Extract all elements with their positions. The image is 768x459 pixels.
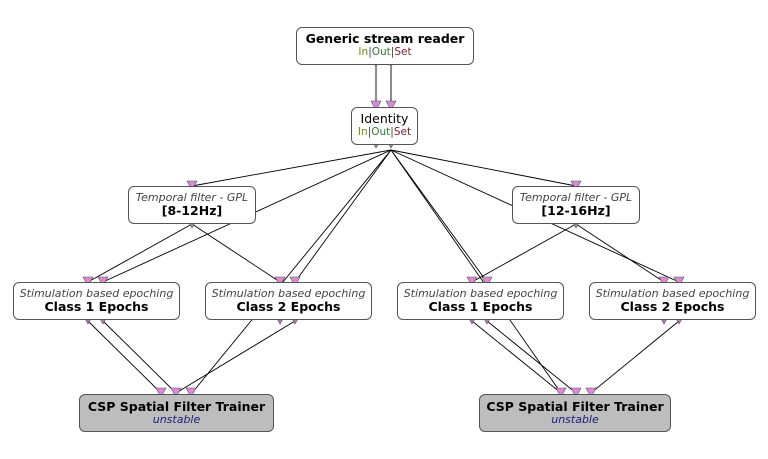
- input-connector-icon[interactable]: [274, 276, 286, 287]
- box-title: Class 1 Epochs: [428, 299, 533, 314]
- box-title: Class 2 Epochs: [620, 299, 725, 314]
- input-connector-icon[interactable]: [185, 387, 197, 398]
- box-subtitle: Temporal filter - GPL: [135, 191, 249, 204]
- input-connector-icon[interactable]: [658, 276, 670, 287]
- link-line[interactable]: [486, 320, 577, 394]
- box-title: CSP Spatial Filter Trainer: [486, 399, 664, 414]
- link-line[interactable]: [175, 320, 296, 394]
- input-connector-icon[interactable]: [555, 387, 567, 398]
- input-connector-icon[interactable]: [481, 276, 493, 287]
- box-title: [12-16Hz]: [541, 203, 611, 218]
- box-temporal-filter-8-12[interactable]: Temporal filter - GPL [8-12Hz]: [128, 186, 256, 224]
- input-connector-icon[interactable]: [289, 276, 301, 287]
- box-epoching-left-class2[interactable]: Stimulation based epoching Class 2 Epoch…: [205, 282, 372, 320]
- input-connector-icon[interactable]: [82, 276, 94, 287]
- io-labels: In|Out|Set: [357, 126, 412, 138]
- box-subtitle: Stimulation based epoching: [211, 287, 366, 300]
- box-title: CSP Spatial Filter Trainer: [87, 399, 266, 414]
- input-connector-icon[interactable]: [570, 180, 582, 191]
- link-line[interactable]: [191, 149, 392, 187]
- box-subtitle: Temporal filter - GPL: [519, 191, 633, 204]
- link-line[interactable]: [87, 223, 193, 283]
- box-subtitle: Stimulation based epoching: [595, 287, 750, 300]
- input-connector-icon[interactable]: [170, 387, 182, 398]
- box-title: Class 2 Epochs: [236, 299, 341, 314]
- link-line[interactable]: [102, 320, 177, 394]
- input-connector-icon[interactable]: [385, 100, 397, 111]
- box-temporal-filter-12-16[interactable]: Temporal filter - GPL [12-16Hz]: [512, 186, 640, 224]
- input-connector-icon[interactable]: [97, 276, 109, 287]
- box-epoching-right-class1[interactable]: Stimulation based epoching Class 1 Epoch…: [397, 282, 564, 320]
- link-line[interactable]: [191, 223, 281, 283]
- box-csp-trainer-left[interactable]: CSP Spatial Filter Trainer unstable: [79, 394, 274, 432]
- input-connector-icon[interactable]: [155, 387, 167, 398]
- input-connector-icon[interactable]: [570, 387, 582, 398]
- input-connector-icon[interactable]: [673, 276, 685, 287]
- input-connector-icon[interactable]: [585, 387, 597, 398]
- box-subtitle: Stimulation based epoching: [19, 287, 174, 300]
- box-title: [8-12Hz]: [161, 203, 223, 218]
- box-subtitle: Stimulation based epoching: [403, 287, 558, 300]
- box-title: Identity: [360, 111, 409, 126]
- link-line[interactable]: [390, 149, 562, 394]
- input-connector-icon[interactable]: [370, 100, 382, 111]
- box-title: Class 1 Epochs: [44, 299, 149, 314]
- link-line[interactable]: [294, 149, 392, 283]
- link-line[interactable]: [590, 320, 680, 394]
- link-line[interactable]: [390, 149, 577, 187]
- input-connector-icon[interactable]: [186, 180, 198, 191]
- box-status: unstable: [551, 413, 599, 426]
- box-epoching-right-class2[interactable]: Stimulation based epoching Class 2 Epoch…: [589, 282, 756, 320]
- box-csp-trainer-right[interactable]: CSP Spatial Filter Trainer unstable: [479, 394, 671, 432]
- link-line[interactable]: [575, 223, 665, 283]
- box-identity[interactable]: Identity In|Out|Set: [351, 107, 418, 145]
- link-line[interactable]: [87, 320, 162, 394]
- box-title: Generic stream reader: [305, 31, 465, 46]
- link-line[interactable]: [471, 320, 562, 394]
- input-connector-icon[interactable]: [466, 276, 478, 287]
- link-line[interactable]: [390, 149, 488, 283]
- io-labels: In|Out|Set: [358, 46, 412, 58]
- box-epoching-left-class1[interactable]: Stimulation based epoching Class 1 Epoch…: [13, 282, 180, 320]
- link-line[interactable]: [191, 149, 392, 394]
- box-status: unstable: [152, 413, 201, 426]
- box-generic-stream-reader[interactable]: Generic stream reader In|Out|Set: [296, 27, 474, 65]
- link-line[interactable]: [471, 223, 577, 283]
